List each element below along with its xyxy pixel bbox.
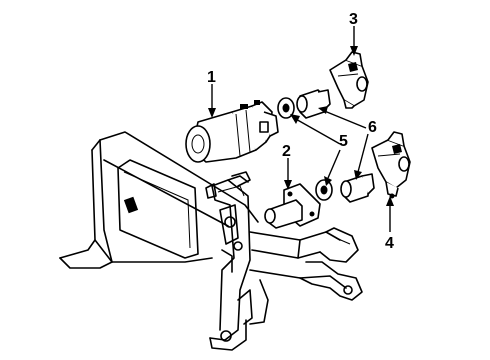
bushing-lower xyxy=(315,179,333,201)
headlamp-motor xyxy=(185,100,279,163)
pivot-bolt-lower xyxy=(340,173,375,203)
bushing-upper xyxy=(277,97,295,119)
callout-5: 5 xyxy=(339,133,348,150)
callout-6: 6 xyxy=(368,119,377,136)
pivot-housing-upper xyxy=(329,51,369,109)
callout-2: 2 xyxy=(282,143,291,160)
pivot-housing-lower xyxy=(371,131,411,199)
radiator-support-frame xyxy=(59,131,363,351)
callout-1: 1 xyxy=(207,69,216,86)
callout-3: 3 xyxy=(349,11,358,28)
pivot-bracket xyxy=(264,183,321,229)
callout-4: 4 xyxy=(385,235,394,252)
leader-lines xyxy=(208,26,394,232)
pivot-bolt-upper xyxy=(296,89,331,119)
